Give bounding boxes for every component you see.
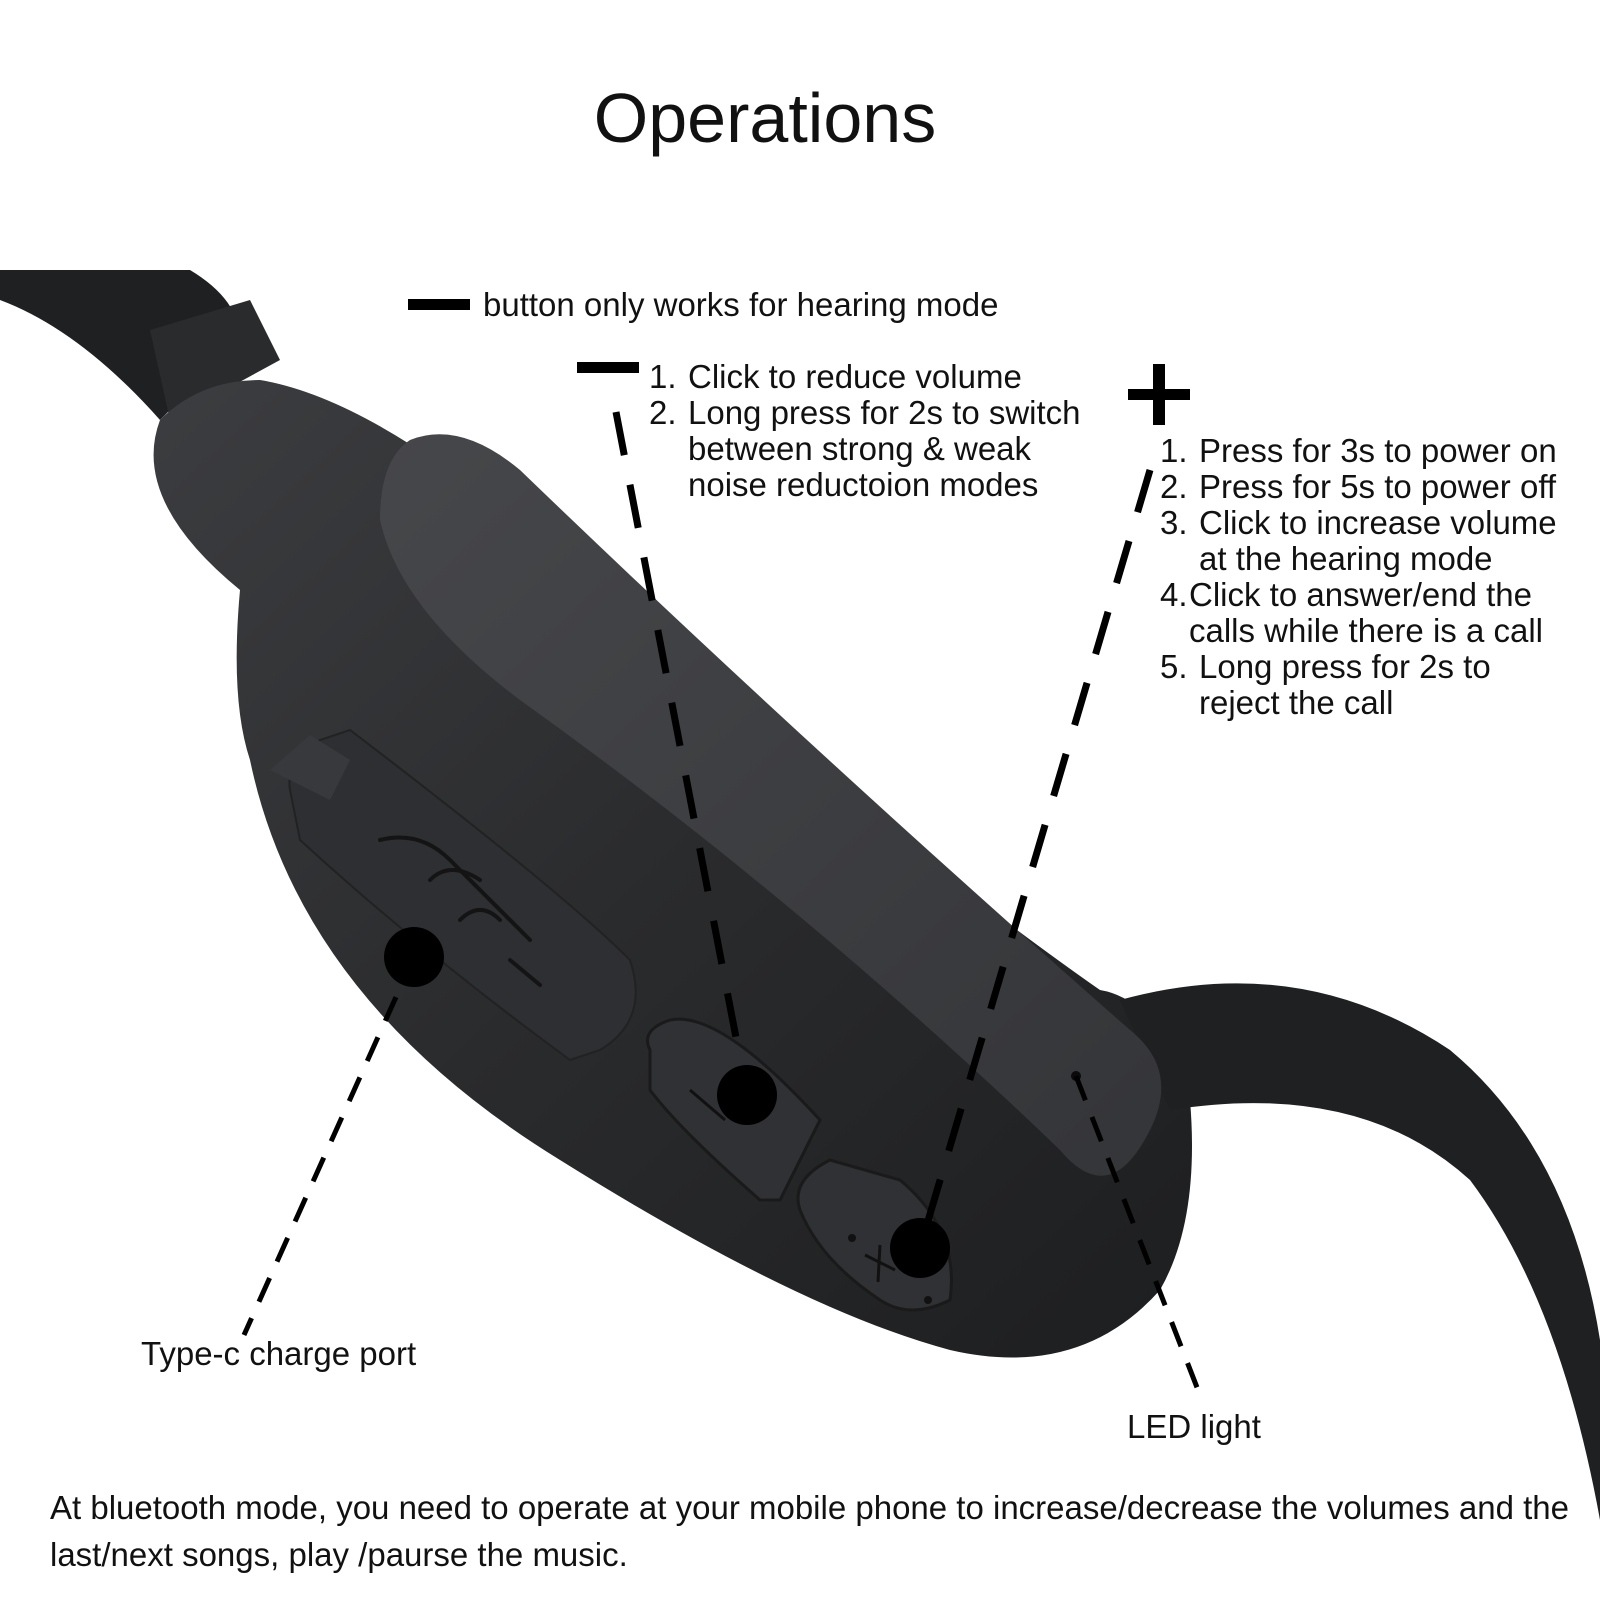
list-item: 2. Long press for 2s to switch between s…: [649, 394, 1081, 503]
usb-icon: [378, 835, 542, 987]
usb-tab: [270, 735, 350, 800]
leader-plus: [916, 469, 1154, 1249]
plus-icon: [864, 1244, 896, 1283]
list-item: 1. Press for 3s to power on: [1160, 432, 1557, 469]
list-item: 4. Click to answer/end the calls while t…: [1160, 576, 1543, 649]
list-item: 5. Long press for 2s to reject the call: [1160, 648, 1491, 721]
minus-symbol: [577, 362, 639, 373]
mic-hole-1: [848, 1234, 856, 1242]
leader-charge-port: [241, 955, 417, 1337]
plus-symbol: [1128, 364, 1190, 425]
device-body: [153, 380, 1193, 1358]
led-label: LED light: [1127, 1408, 1261, 1445]
page-title: Operations: [593, 79, 937, 157]
leader-led: [1073, 1075, 1201, 1391]
control-panel: [380, 434, 1162, 1176]
list-item: 1. Click to reduce volume: [649, 358, 1022, 395]
minus-button-instructions: 1. Click to reduce volume 2. Long press …: [649, 359, 1081, 503]
list-item: 3. Click to increase volume at the heari…: [1160, 504, 1557, 577]
list-item: 2. Press for 5s to power off: [1160, 468, 1557, 505]
leader-minus: [612, 411, 751, 1096]
footer-note: At bluetooth mode, you need to operate a…: [50, 1489, 1569, 1573]
charge-port-label: Type-c charge port: [141, 1335, 417, 1372]
minus-note: button only works for hearing mode: [483, 286, 999, 323]
earhook-cable: [1120, 983, 1600, 1520]
minus-icon: [689, 1088, 726, 1122]
plus-button-marker: [890, 1218, 950, 1278]
minus-note-symbol: [408, 299, 470, 310]
plus-button-instructions: 1. Press for 3s to power on 2. Press for…: [1160, 433, 1557, 721]
mic-hole-2: [924, 1296, 932, 1304]
collar: [150, 300, 280, 420]
